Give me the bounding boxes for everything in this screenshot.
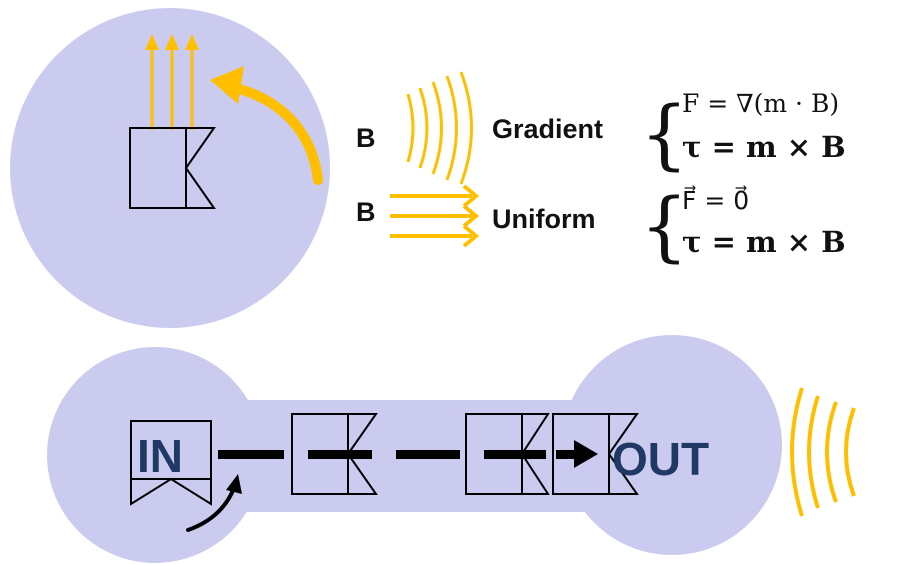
bar-3 — [396, 450, 460, 459]
in-cube — [130, 420, 212, 506]
uniform-eq-force: F⃗ = 0⃗ — [682, 185, 749, 215]
middle-cube-1-side-face — [346, 413, 378, 495]
in-rotation-arrow-shaft — [186, 486, 236, 532]
bottom-scene: IN OUT — [47, 335, 856, 563]
up-arrow-2-head — [165, 34, 179, 50]
in-rotation-arrow — [186, 474, 242, 532]
gradient-arc-2 — [418, 87, 429, 169]
gradient-arc-5 — [459, 71, 473, 185]
gradient-eq-torque: τ = m × B — [682, 130, 846, 164]
in-rotation-arrow-head — [226, 474, 242, 494]
uniform-row: B Uniform { F⃗ = 0⃗ τ = m × B — [356, 181, 846, 270]
gradient-arc-3 — [431, 81, 443, 175]
out-arc-2 — [807, 395, 820, 509]
out-arc-4 — [844, 407, 856, 497]
connector-bars — [218, 440, 598, 468]
rotation-arrow-shaft — [231, 83, 323, 185]
up-field-arrows — [145, 34, 199, 130]
bar-5 — [556, 450, 578, 459]
middle-cube-2-side-face — [520, 413, 550, 495]
gradient-row: B Gradient { F = ∇(m · B) τ = m × B — [356, 71, 846, 185]
uniform-title: Uniform — [492, 204, 596, 234]
top-cube — [129, 127, 216, 209]
gradient-arc-4 — [445, 75, 458, 181]
gradient-eq-force: F = ∇(m · B) — [682, 89, 839, 118]
uniform-field-arrows — [390, 184, 480, 248]
out-field-lines — [790, 387, 856, 517]
out-cube-side-face — [607, 413, 639, 495]
gradient-field-label: B — [356, 123, 376, 153]
uniform-field-label: B — [356, 197, 376, 227]
uniform-eq-torque: τ = m × B — [682, 225, 846, 259]
in-label: IN — [137, 430, 183, 482]
top-scene — [10, 8, 330, 328]
chain-arrow-head — [574, 440, 598, 468]
bar-2 — [308, 450, 372, 459]
top-cube-side-face — [184, 127, 216, 209]
rotation-arrow — [210, 66, 323, 185]
top-region-circle — [10, 8, 330, 328]
rotation-arrow-head — [210, 66, 244, 104]
bar-1 — [218, 450, 284, 459]
out-arc-1 — [790, 387, 804, 517]
bar-4 — [484, 450, 546, 459]
gradient-title: Gradient — [492, 114, 603, 144]
out-arc-3 — [825, 401, 838, 503]
middle-cube-1 — [291, 413, 378, 495]
up-arrow-1-head — [145, 34, 159, 50]
out-cube — [552, 413, 639, 495]
gradient-arc-1 — [406, 93, 415, 163]
up-arrow-3-head — [185, 34, 199, 50]
in-cube-bottom-face — [130, 477, 212, 506]
bottom-right-region — [562, 335, 782, 555]
middle-cube-2 — [465, 413, 550, 495]
out-label: OUT — [612, 433, 709, 485]
uniform-arrow-2-head — [462, 204, 480, 228]
gradient-field-lines — [406, 71, 473, 185]
uniform-brace: { — [640, 181, 688, 270]
uniform-arrow-3-head — [462, 224, 480, 248]
gradient-brace: { — [640, 89, 688, 178]
uniform-arrow-1-head — [462, 184, 480, 208]
